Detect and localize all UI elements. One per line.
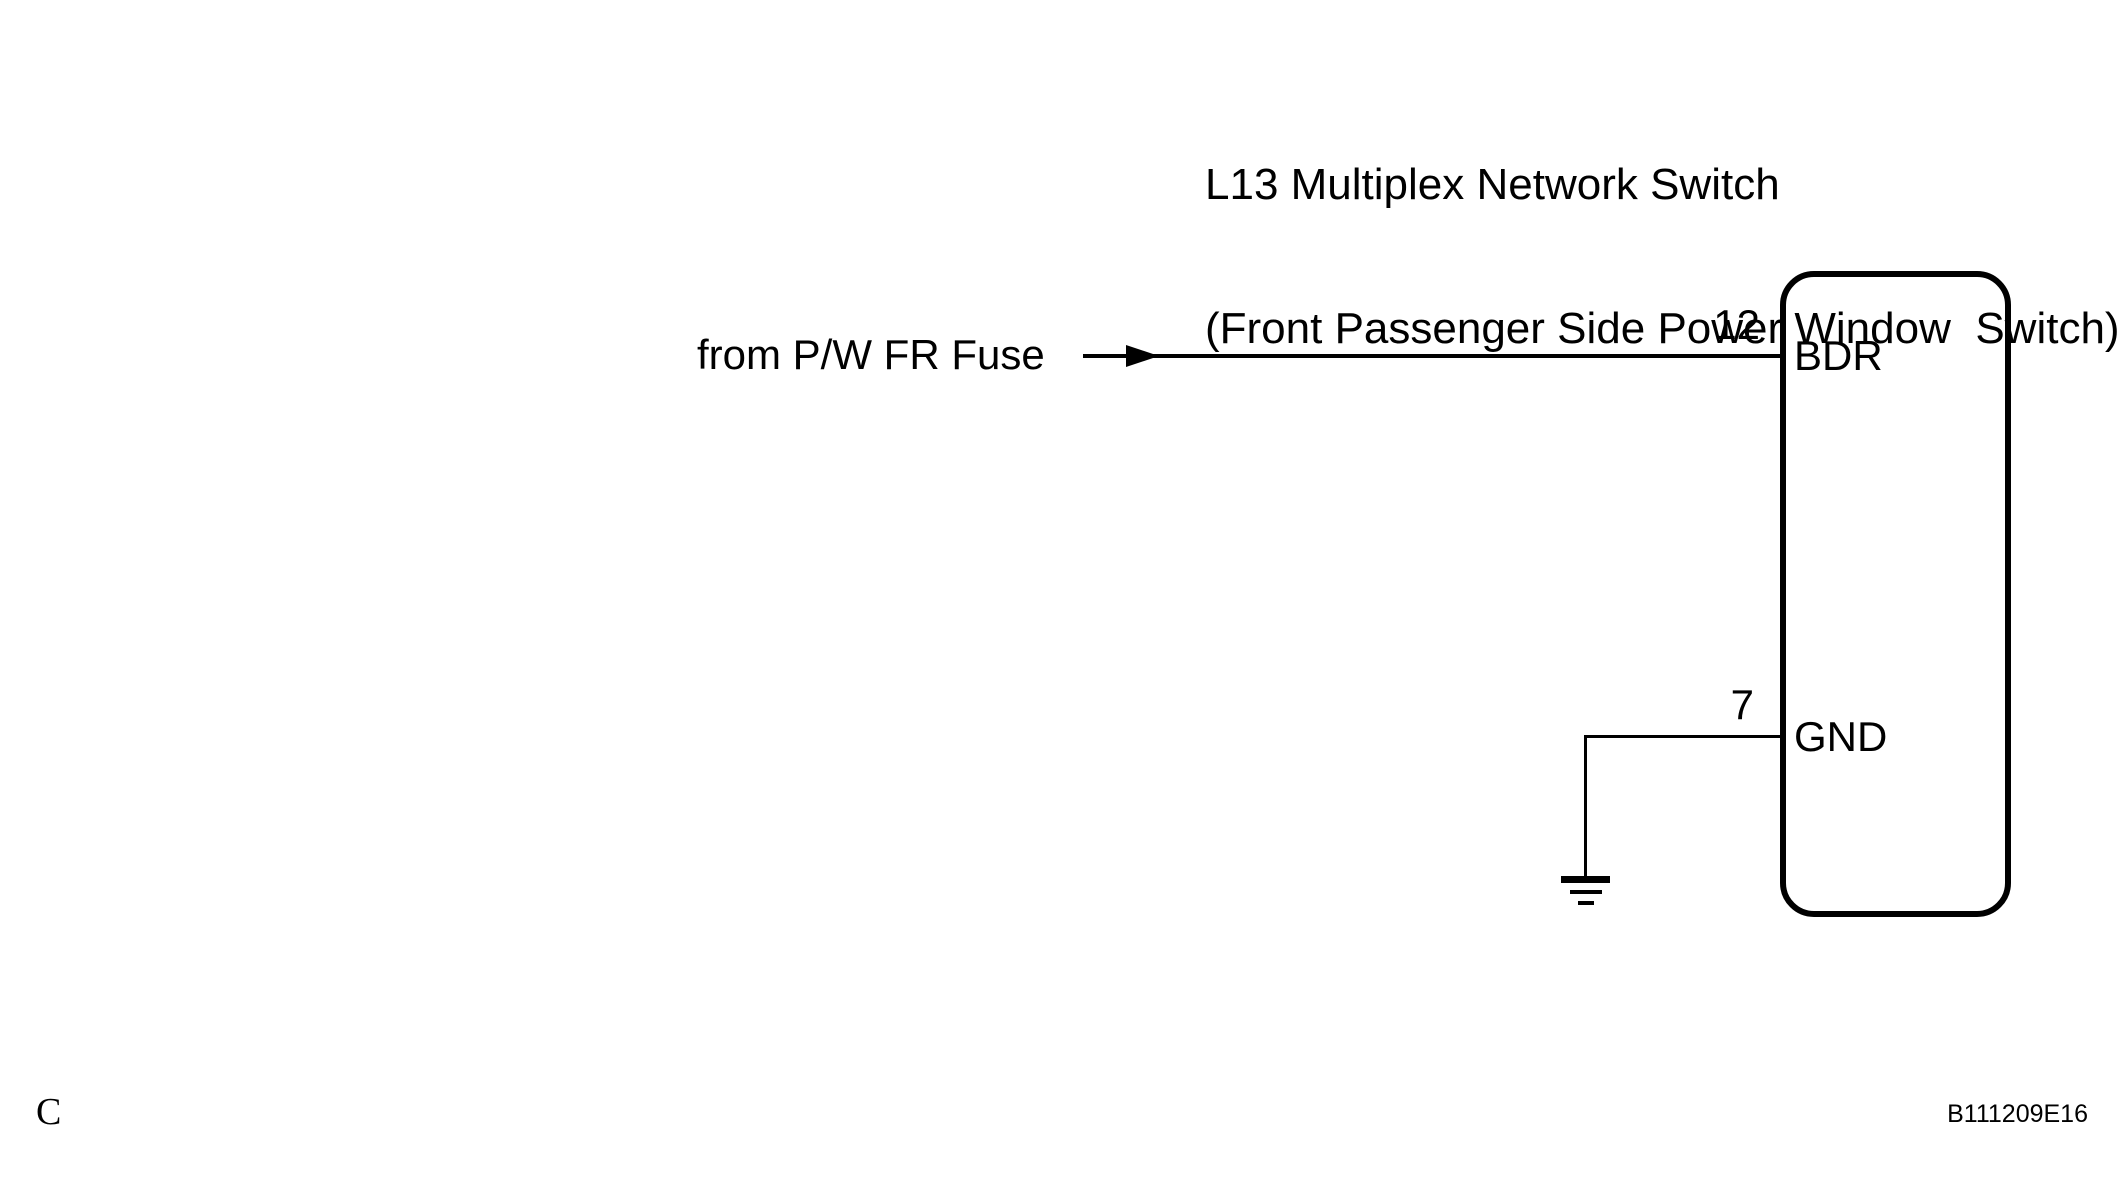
- pin-name-bdr: BDR: [1794, 332, 1883, 379]
- ground-bar-top: [1561, 876, 1610, 883]
- component-title-line2: (Front Passenger Side Power Window Switc…: [1205, 304, 2120, 353]
- component-title: L13 Multiplex Network Switch (Front Pass…: [1205, 65, 2120, 449]
- section-marker: C: [36, 1091, 62, 1133]
- current-direction-arrow-icon: [1126, 345, 1159, 367]
- pin-number-gnd: 7: [1730, 681, 1754, 728]
- ground-bar-middle: [1570, 890, 1602, 894]
- component-title-line1: L13 Multiplex Network Switch: [1205, 160, 1780, 209]
- power-source-label: from P/W FR Fuse: [697, 331, 1045, 378]
- power-wire: [1083, 354, 1783, 358]
- ground-bar-bottom: [1578, 901, 1594, 905]
- ground-wire-vertical: [1584, 735, 1587, 880]
- figure-code: B111209E16: [1947, 1100, 2088, 1128]
- switch-body-outline: [1780, 271, 2011, 917]
- ground-wire-horizontal: [1584, 735, 1782, 738]
- pin-number-bdr: 12: [1713, 301, 1760, 348]
- pin-name-gnd: GND: [1794, 713, 1888, 760]
